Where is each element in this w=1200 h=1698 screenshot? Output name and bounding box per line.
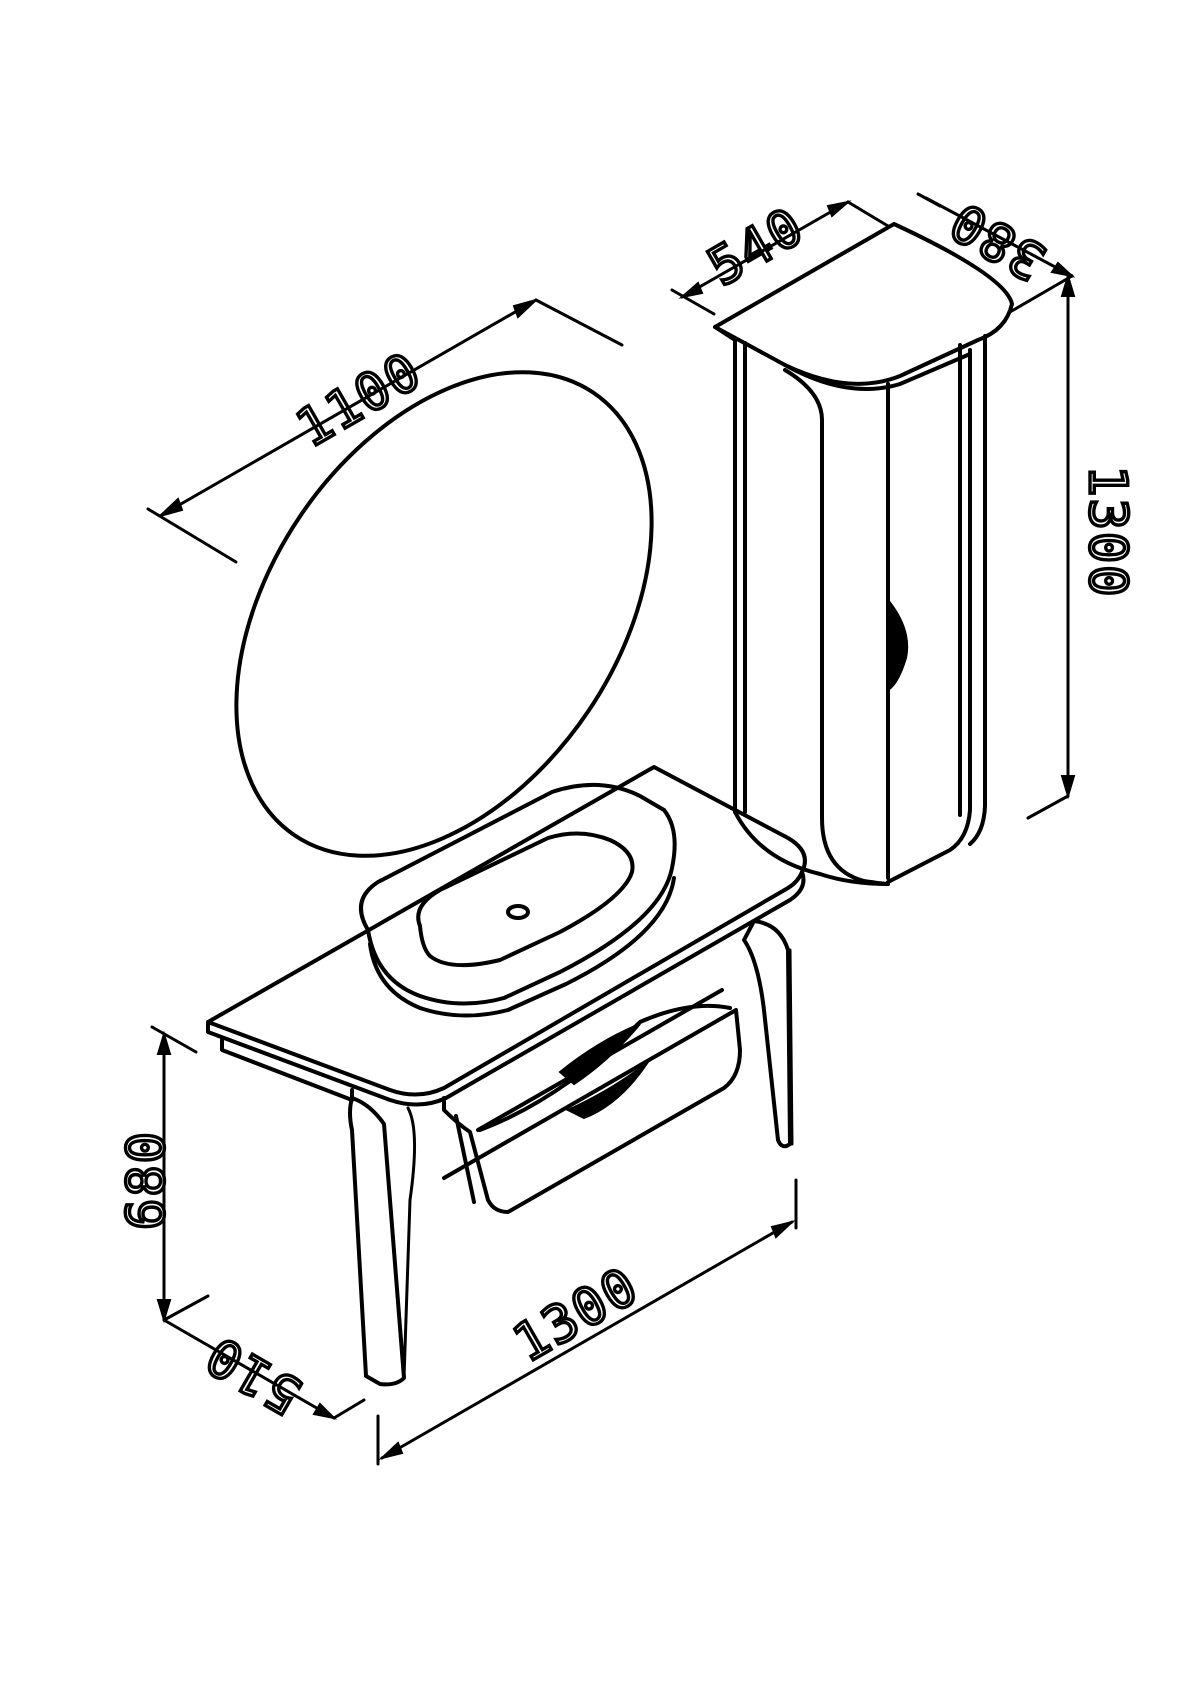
- cabinet-width-dimension: [670, 200, 890, 316]
- mirror-width-dimension: [146, 298, 624, 564]
- vanity-width-label: 1300: [504, 1256, 649, 1375]
- vanity-width-dimension: [376, 1178, 798, 1466]
- tall-cabinet: [713, 222, 1014, 886]
- cabinet-depth-dimension: [916, 192, 1076, 314]
- vanity-depth-dimension: [162, 1294, 366, 1420]
- vanity-height-dimension: [150, 1025, 198, 1324]
- cabinet-width-label: 540: [698, 196, 815, 298]
- cabinet-height-label: 1300: [1077, 465, 1137, 598]
- vanity-unit: [206, 765, 807, 1387]
- basin: [358, 782, 677, 1018]
- vanity-depth-label: 510: [195, 1323, 312, 1425]
- cabinet-height-dimension: [1026, 272, 1076, 820]
- mirror-width-label: 1100: [287, 341, 432, 460]
- round-mirror: [234, 370, 654, 858]
- vanity-height-label: 680: [117, 1130, 177, 1230]
- cabinet-depth-label: 380: [939, 189, 1056, 291]
